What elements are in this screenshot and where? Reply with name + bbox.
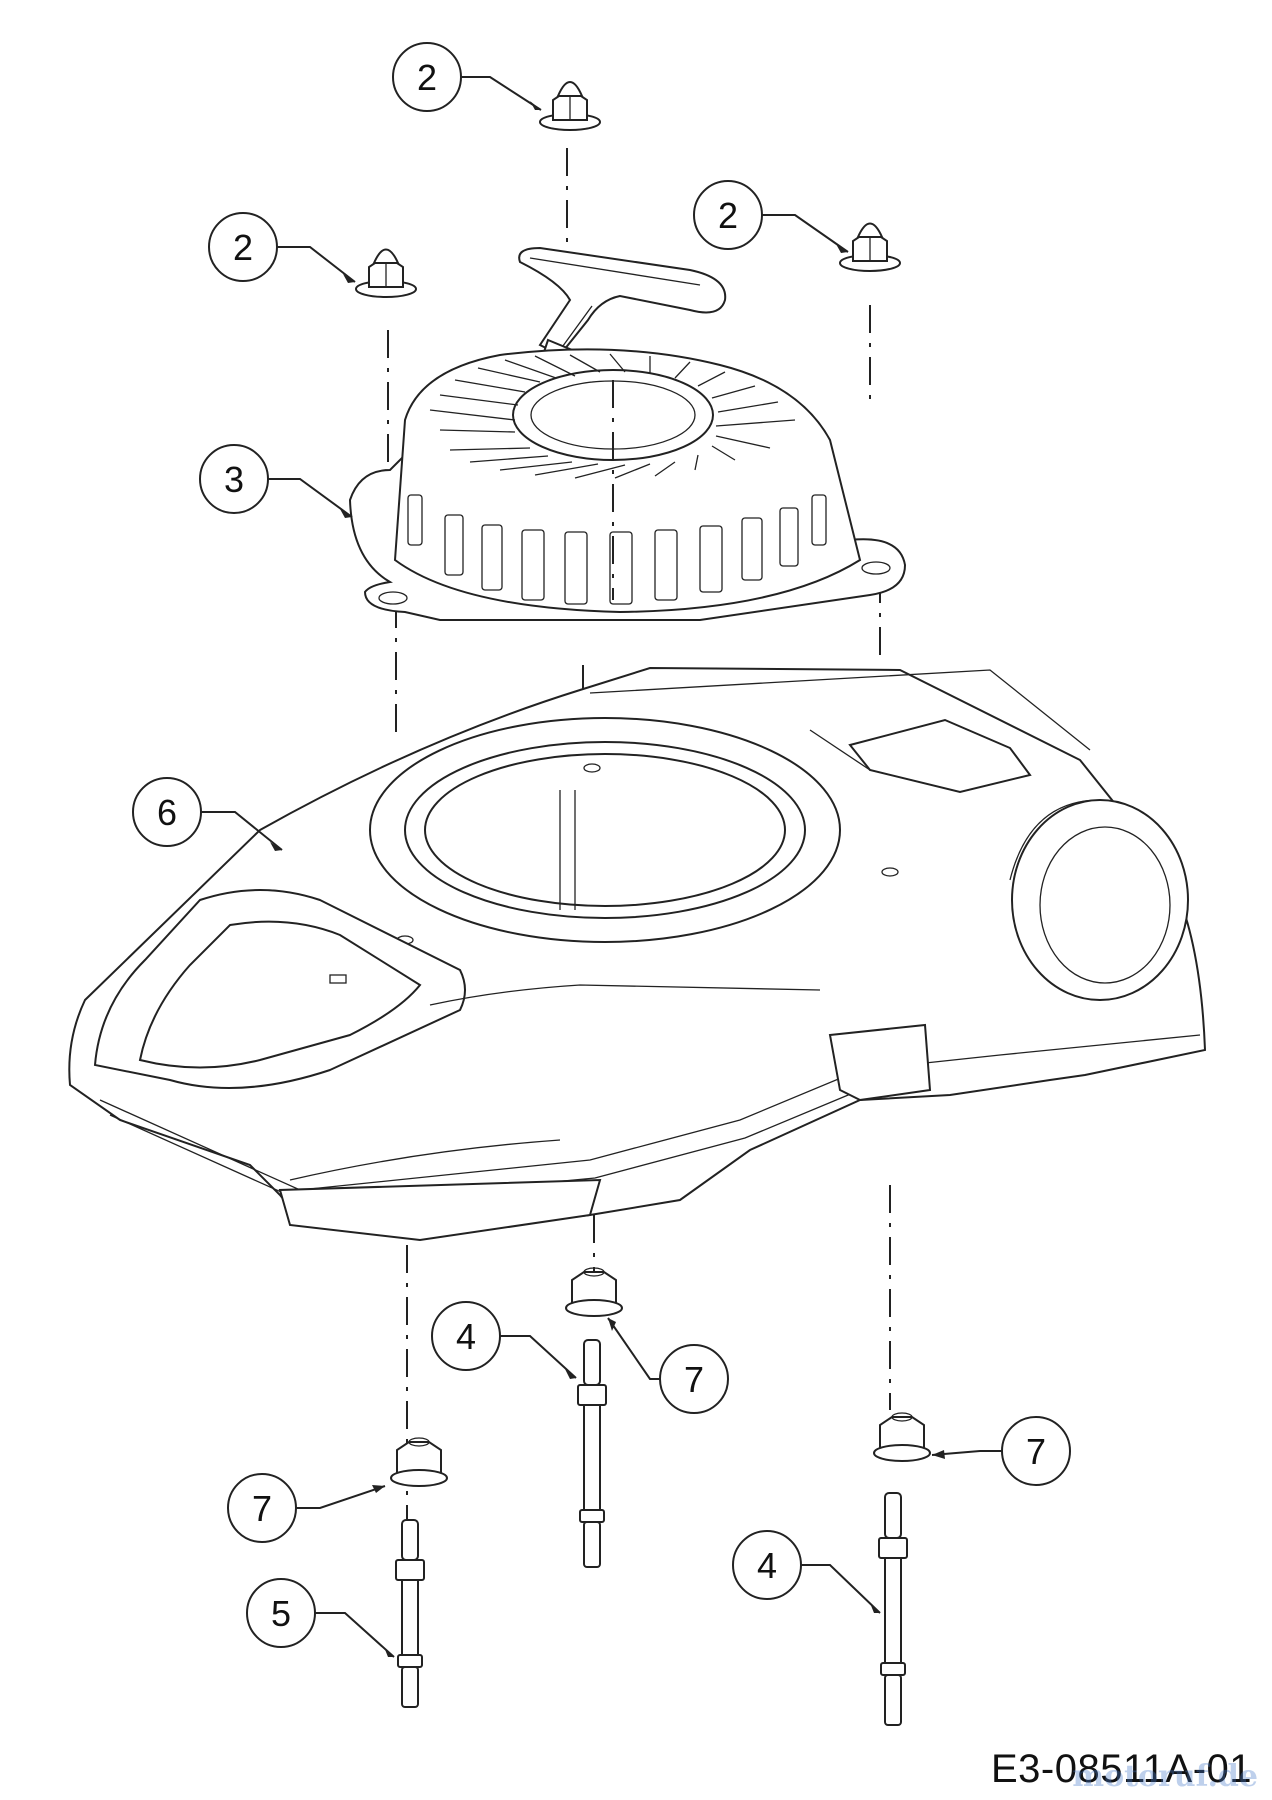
- svg-text:2: 2: [233, 227, 253, 268]
- recoil-starter: [348, 246, 907, 621]
- svg-text:7: 7: [1026, 1431, 1046, 1472]
- spacer-center: [565, 1267, 623, 1317]
- svg-text:4: 4: [757, 1545, 777, 1586]
- blower-housing: [68, 666, 1207, 1242]
- callout-7-center: 7: [607, 1317, 729, 1414]
- svg-text:5: 5: [271, 1593, 291, 1634]
- callout-2-left: 2: [208, 212, 356, 283]
- callout-7-right: 7: [931, 1416, 1071, 1486]
- callout-4-right: 4: [732, 1530, 881, 1614]
- spacer-right: [873, 1412, 931, 1462]
- svg-text:4: 4: [456, 1316, 476, 1357]
- svg-text:2: 2: [718, 195, 738, 236]
- svg-text:7: 7: [252, 1488, 272, 1529]
- callout-2-top: 2: [392, 42, 542, 112]
- callout-6: 6: [132, 777, 283, 851]
- callout-7-left: 7: [227, 1473, 386, 1543]
- svg-text:3: 3: [224, 459, 244, 500]
- callout-5: 5: [246, 1578, 395, 1658]
- svg-text:6: 6: [157, 792, 177, 833]
- stud-left: [395, 1519, 425, 1708]
- callout-3: 3: [199, 444, 353, 518]
- cap-nut-top: [539, 81, 601, 131]
- spacer-left: [390, 1437, 448, 1487]
- drawing-number: E3-08511A-01: [991, 1747, 1252, 1791]
- site-watermark: motoruf.de: [1072, 1759, 1258, 1794]
- cap-nut-right: [839, 222, 901, 272]
- callout-4-center: 4: [431, 1301, 577, 1379]
- stud-center: [577, 1339, 607, 1568]
- cap-nut-left: [355, 248, 417, 298]
- callout-2-right: 2: [693, 180, 849, 253]
- svg-text:7: 7: [684, 1359, 704, 1400]
- svg-text:2: 2: [417, 57, 437, 98]
- stud-right: [878, 1492, 908, 1726]
